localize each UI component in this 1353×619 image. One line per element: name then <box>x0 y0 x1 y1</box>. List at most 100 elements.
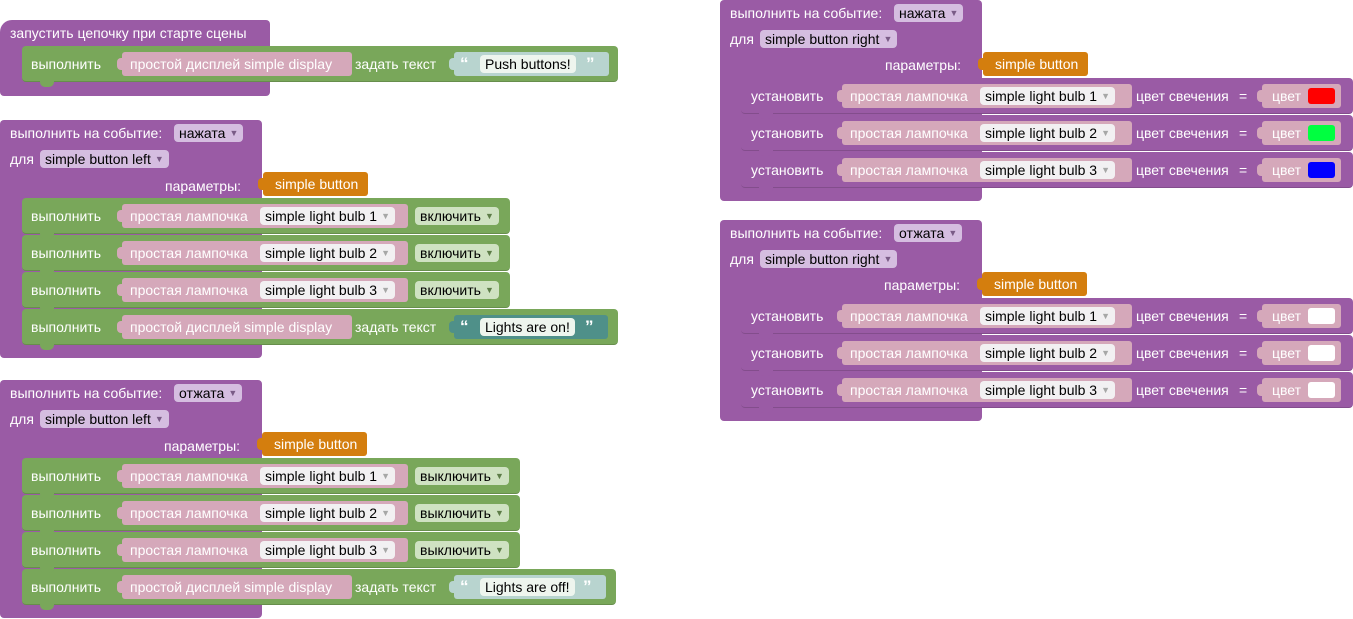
color-swatch[interactable] <box>1308 88 1335 104</box>
color-block[interactable]: цвет <box>1257 121 1341 145</box>
set-row-bulb-3[interactable]: установить простая лампочка simple light… <box>741 152 1353 193</box>
bulb-value: simple light bulb 1 <box>265 208 378 224</box>
bulb-block[interactable]: простая лампочка simple light bulb 2▼ <box>117 501 408 525</box>
event-type-dropdown[interactable]: нажата▼ <box>174 124 244 142</box>
param-simple-button[interactable]: simple button <box>256 432 368 456</box>
bulb-dropdown[interactable]: simple light bulb 2▼ <box>980 344 1116 362</box>
bulb-dropdown[interactable]: simple light bulb 2▼ <box>260 504 396 522</box>
bulb-block[interactable]: простая лампочка simple light bulb 1▼ <box>837 84 1132 108</box>
button-value: simple button right <box>765 31 880 47</box>
event-label: выполнить на событие: <box>10 125 163 141</box>
set-row-bulb-3[interactable]: установить простая лампочка simple light… <box>741 372 1353 413</box>
bulb-block-label: простая лампочка <box>130 245 248 261</box>
event-type-dropdown[interactable]: отжата▼ <box>894 224 963 242</box>
chevron-down-icon: ▼ <box>381 285 391 295</box>
action-dropdown[interactable]: выключить▼ <box>415 467 509 485</box>
color-label: цвет <box>1272 125 1302 141</box>
do-row-bulb-2[interactable]: выполнить простая лампочка simple light … <box>22 495 520 536</box>
display-block[interactable]: простой дисплей simple display <box>117 52 352 76</box>
bulb-dropdown[interactable]: simple light bulb 2▼ <box>980 124 1116 142</box>
color-block[interactable]: цвет <box>1257 304 1341 328</box>
bulb-dropdown[interactable]: simple light bulb 1▼ <box>260 207 396 225</box>
set-row-bulb-2[interactable]: установить простая лампочка simple light… <box>741 115 1353 156</box>
text-value[interactable]: Push buttons! <box>480 55 576 73</box>
bulb-dropdown[interactable]: simple light bulb 1▼ <box>260 467 396 485</box>
button-dropdown[interactable]: simple button right▼ <box>760 250 898 268</box>
do-row-bulb-2[interactable]: выполнить простая лампочка simple light … <box>22 235 510 276</box>
display-block-label: простой дисплей simple display <box>130 319 333 335</box>
chevron-down-icon: ▼ <box>1101 128 1111 138</box>
bulb-block[interactable]: простая лампочка simple light bulb 2▼ <box>837 341 1132 365</box>
bulb-dropdown[interactable]: simple light bulb 3▼ <box>260 281 396 299</box>
for-label: для <box>10 151 34 167</box>
text-block[interactable]: “ Push buttons! ” <box>449 52 609 76</box>
bulb-block-label: простая лампочка <box>130 468 248 484</box>
action-dropdown[interactable]: включить▼ <box>415 281 499 299</box>
bulb-block[interactable]: простая лампочка simple light bulb 1▼ <box>117 464 408 488</box>
action-dropdown[interactable]: выключить▼ <box>415 504 509 522</box>
color-swatch[interactable] <box>1308 382 1335 398</box>
display-block[interactable]: простой дисплей simple display <box>117 315 352 339</box>
color-block[interactable]: цвет <box>1257 341 1341 365</box>
do-row-bulb-1[interactable]: выполнить простая лампочка simple light … <box>22 198 510 239</box>
button-dropdown[interactable]: simple button right▼ <box>760 30 898 48</box>
color-swatch[interactable] <box>1308 125 1335 141</box>
start-chain-do-row[interactable]: выполнить простой дисплей simple display… <box>22 46 618 87</box>
set-label: установить <box>751 88 824 104</box>
event-type-dropdown[interactable]: нажата▼ <box>894 4 964 22</box>
button-dropdown[interactable]: simple button left▼ <box>40 150 169 168</box>
text-value[interactable]: Lights are on! <box>480 318 575 336</box>
color-label: цвет <box>1272 88 1302 104</box>
do-row-bulb-1[interactable]: выполнить простая лампочка simple light … <box>22 458 520 499</box>
action-dropdown[interactable]: включить▼ <box>415 244 499 262</box>
bulb-dropdown[interactable]: simple light bulb 3▼ <box>980 161 1116 179</box>
do-label: выполнить <box>31 245 101 261</box>
bulb-block[interactable]: простая лампочка simple light bulb 3▼ <box>117 538 408 562</box>
text-value[interactable]: Lights are off! <box>480 578 575 596</box>
display-block[interactable]: простой дисплей simple display <box>117 575 352 599</box>
bulb-dropdown[interactable]: simple light bulb 3▼ <box>980 381 1116 399</box>
param-simple-button[interactable]: simple button <box>976 272 1088 296</box>
color-swatch[interactable] <box>1308 345 1335 361</box>
event-type-dropdown[interactable]: отжата▼ <box>174 384 243 402</box>
action-value: включить <box>420 282 481 298</box>
bulb-dropdown[interactable]: simple light bulb 3▼ <box>260 541 396 559</box>
action-dropdown[interactable]: выключить▼ <box>415 541 509 559</box>
glow-color-label: цвет свечения <box>1136 125 1229 141</box>
set-row-bulb-1[interactable]: установить простая лампочка simple light… <box>741 78 1353 119</box>
color-swatch[interactable] <box>1308 162 1335 178</box>
set-row-bulb-1[interactable]: установить простая лампочка simple light… <box>741 298 1353 339</box>
param-simple-button[interactable]: simple button <box>257 172 369 196</box>
bulb-block[interactable]: простая лампочка simple light bulb 1▼ <box>117 204 408 228</box>
color-swatch[interactable] <box>1308 308 1335 324</box>
chevron-down-icon: ▼ <box>228 388 238 398</box>
button-dropdown[interactable]: simple button left▼ <box>40 410 169 428</box>
color-block[interactable]: цвет <box>1257 378 1341 402</box>
bulb-block[interactable]: простая лампочка simple light bulb 2▼ <box>837 121 1132 145</box>
action-dropdown[interactable]: включить▼ <box>415 207 499 225</box>
glow-color-label: цвет свечения <box>1136 308 1229 324</box>
bulb-dropdown[interactable]: simple light bulb 1▼ <box>980 307 1116 325</box>
do-row-display[interactable]: выполнить простой дисплей simple display… <box>22 309 618 350</box>
bulb-block[interactable]: простая лампочка simple light bulb 1▼ <box>837 304 1132 328</box>
color-block[interactable]: цвет <box>1257 158 1341 182</box>
do-row-display[interactable]: выполнить простой дисплей simple display… <box>22 569 616 610</box>
color-block[interactable]: цвет <box>1257 84 1341 108</box>
chevron-down-icon: ▼ <box>495 508 504 518</box>
do-label: выполнить <box>31 505 101 521</box>
bulb-block[interactable]: простая лампочка simple light bulb 3▼ <box>117 278 408 302</box>
bulb-block[interactable]: простая лампочка simple light bulb 3▼ <box>837 158 1132 182</box>
equals-label: = <box>1239 125 1248 141</box>
text-block[interactable]: “ Lights are on! ” <box>449 315 608 339</box>
param-simple-button[interactable]: simple button <box>977 52 1089 76</box>
glow-color-label: цвет свечения <box>1136 382 1229 398</box>
set-row-bulb-2[interactable]: установить простая лампочка simple light… <box>741 335 1353 376</box>
bulb-dropdown[interactable]: simple light bulb 1▼ <box>980 87 1116 105</box>
text-block[interactable]: “ Lights are off! ” <box>449 575 606 599</box>
do-row-bulb-3[interactable]: выполнить простая лампочка simple light … <box>22 532 520 573</box>
bulb-dropdown[interactable]: simple light bulb 2▼ <box>260 244 396 262</box>
do-row-bulb-3[interactable]: выполнить простая лампочка simple light … <box>22 272 510 313</box>
chevron-down-icon: ▼ <box>1101 91 1111 101</box>
bulb-block[interactable]: простая лампочка simple light bulb 3▼ <box>837 378 1132 402</box>
bulb-block[interactable]: простая лампочка simple light bulb 2▼ <box>117 241 408 265</box>
